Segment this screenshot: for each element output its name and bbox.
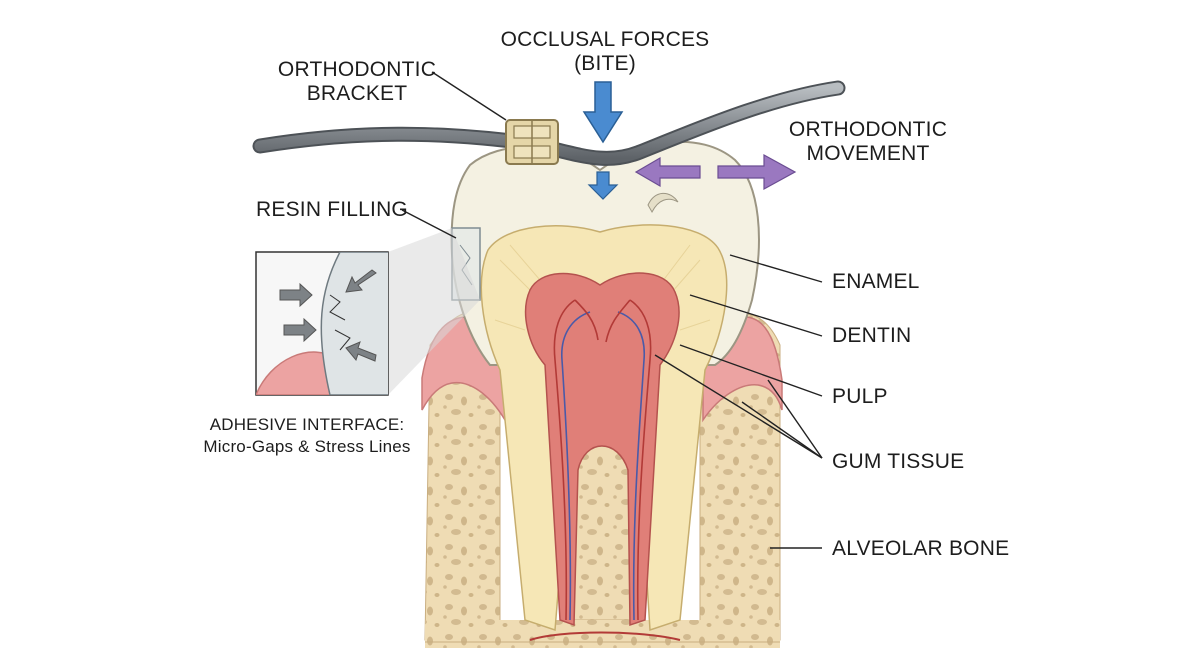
pulp-chamber <box>524 272 680 627</box>
orthodontic-bracket-line1: ORTHODONTIC <box>277 58 437 81</box>
adhesive-interface-label: ADHESIVE INTERFACE: Micro-Gaps & Stress … <box>176 414 438 458</box>
pulp-label: PULP <box>832 385 888 408</box>
occlusal-forces-line2: (BITE) <box>574 52 636 75</box>
enamel-label: ENAMEL <box>832 270 920 293</box>
orthodontic-movement-line2: MOVEMENT <box>806 142 930 165</box>
adhesive-interface-line1: ADHESIVE INTERFACE: <box>209 415 405 434</box>
alveolar-bone-label: ALVEOLAR BONE <box>832 537 1010 560</box>
gum-tissue-label: GUM TISSUE <box>832 450 965 473</box>
leader-lines <box>401 71 823 549</box>
down-arrow-icon <box>582 81 624 200</box>
orthodontic-wire <box>252 80 846 166</box>
orthodontic-movement-label: ORTHODONTIC MOVEMENT <box>786 118 950 166</box>
occlusal-forces-label: OCCLUSAL FORCES (BITE) <box>495 28 715 76</box>
adhesive-interface-line2: Micro-Gaps & Stress Lines <box>203 437 411 456</box>
dentin-label: DENTIN <box>832 324 912 347</box>
arrow-icon <box>279 269 377 362</box>
adhesive-inset <box>255 228 480 396</box>
resin-filling-label: RESIN FILLING <box>256 198 408 221</box>
orthodontic-bracket-label: ORTHODONTIC BRACKET <box>272 58 442 106</box>
orthodontic-movement-line1: ORTHODONTIC <box>788 118 948 141</box>
orthodontic-bracket-line2: BRACKET <box>306 82 408 105</box>
occlusal-forces-line1: OCCLUSAL FORCES <box>500 28 710 51</box>
orthodontic-bracket <box>505 119 559 165</box>
double-arrow-icon <box>634 153 797 191</box>
